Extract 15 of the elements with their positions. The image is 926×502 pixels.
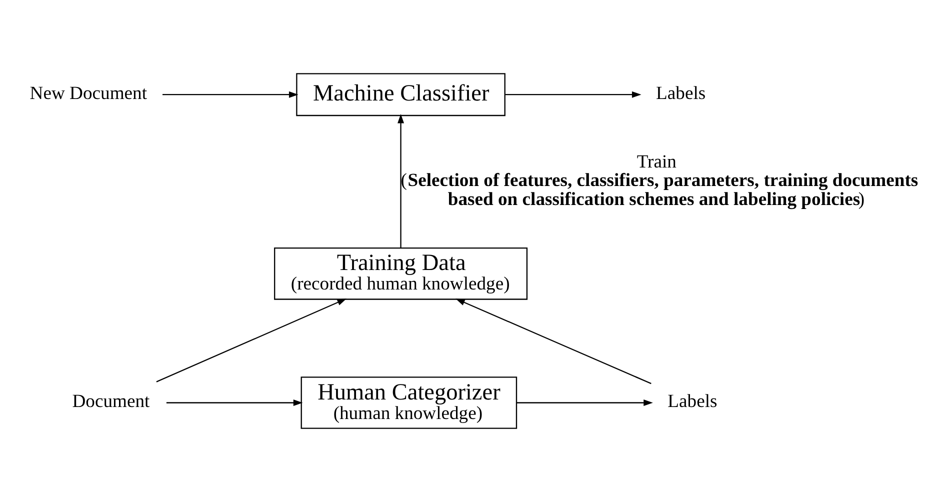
arrow <box>162 91 298 98</box>
arrow <box>156 298 347 382</box>
node-box: Human Categorizer (human knowledge) <box>300 376 518 429</box>
node-text: Labels <box>656 83 706 104</box>
node-box: Training Data (recorded human knowledge) <box>274 248 528 300</box>
arrow <box>505 91 642 98</box>
arrow <box>517 400 653 406</box>
node-text: Labels <box>668 391 718 412</box>
arrow <box>456 298 652 384</box>
node-text: Document <box>72 391 150 412</box>
edge-label: Train (Selection of features, classifiers, parameters, training documents based on classification schemes and labeling policies) <box>400 152 918 210</box>
arrow <box>398 114 404 248</box>
node-text: New Document <box>30 83 148 104</box>
node-box: Machine Classifier <box>296 73 506 116</box>
arrow <box>166 400 303 406</box>
